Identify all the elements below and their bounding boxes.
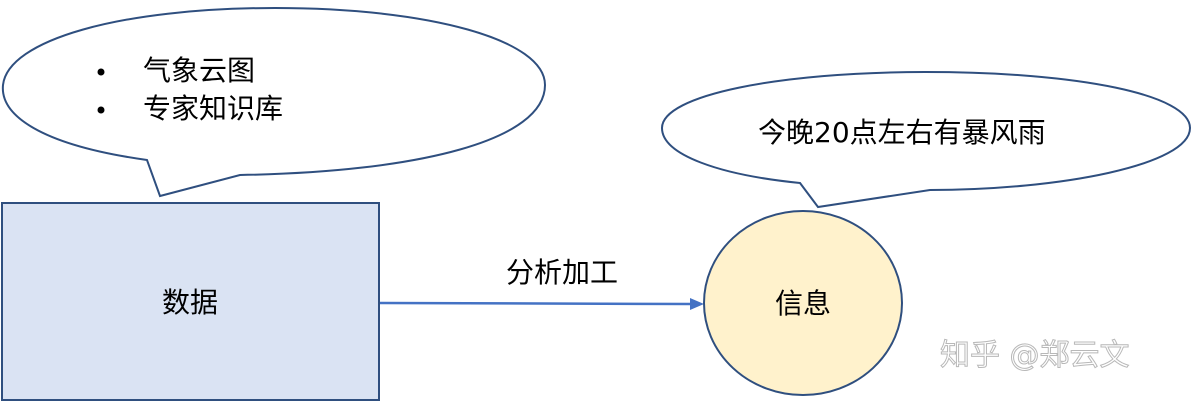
- bubble-text: 今晚20点左右有暴风雨: [758, 116, 1046, 149]
- bubble-item: 专家知识库: [143, 92, 283, 125]
- data-speech-bubble: [1, 6, 547, 198]
- info-circle-label: 信息: [775, 287, 831, 320]
- arrow-head-icon: [690, 298, 704, 310]
- watermark: 知乎 @郑云文: [940, 338, 1130, 373]
- process-arrow: [379, 301, 693, 306]
- arrow-label: 分析加工: [506, 256, 618, 289]
- info-circle: [703, 210, 903, 396]
- bullet-icon: [97, 68, 105, 76]
- bullet-icon: [97, 106, 105, 114]
- data-box: [1, 202, 380, 401]
- info-speech-bubble: [660, 70, 1192, 209]
- bubble-item: 气象云图: [143, 54, 255, 87]
- data-box-label: 数据: [162, 286, 218, 319]
